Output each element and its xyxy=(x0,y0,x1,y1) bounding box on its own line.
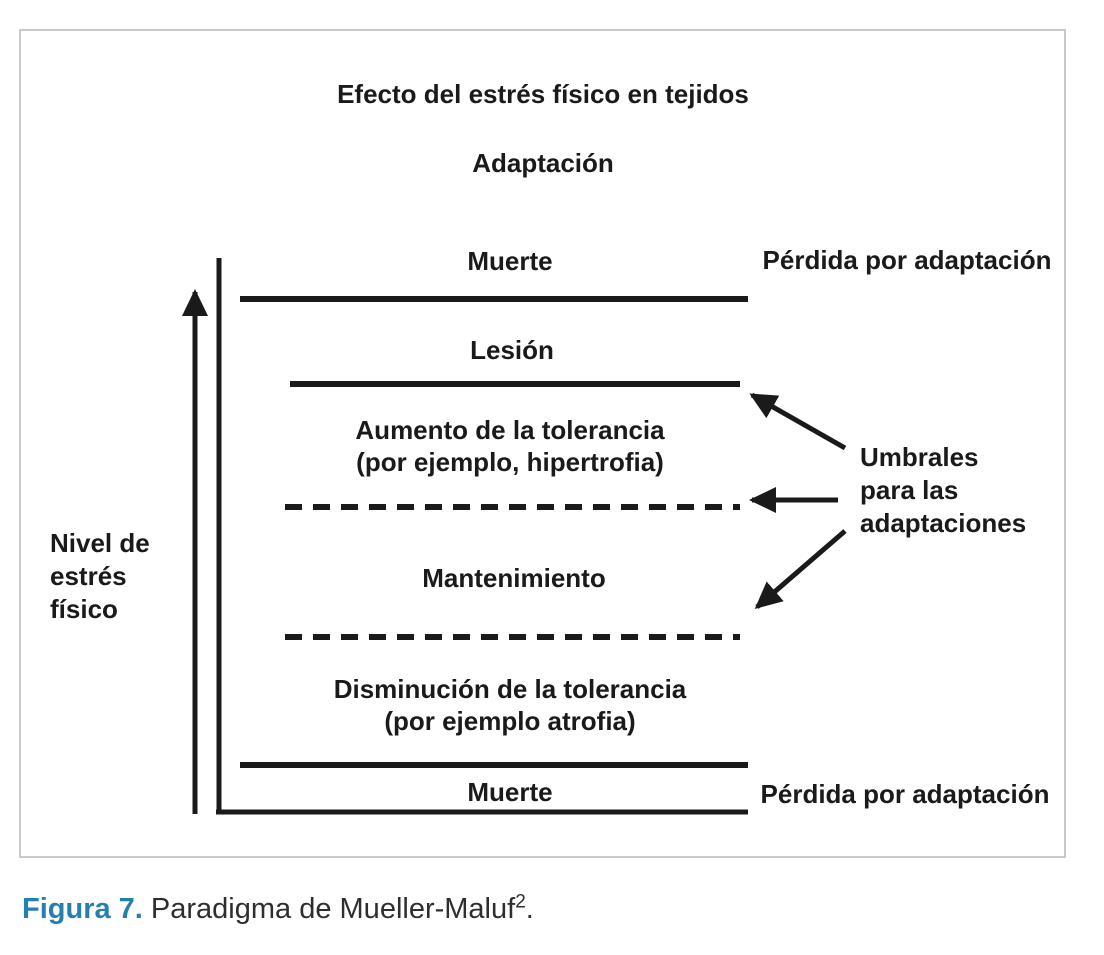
zone-label-increased-tolerance-line1: Aumento de la tolerancia xyxy=(355,415,665,445)
thresholds-label-line3: adaptaciones xyxy=(860,508,1027,538)
right-label-adaptation-loss-top: Pérdida por adaptación xyxy=(762,245,1052,275)
threshold-arrow-to-lower-dashed-line xyxy=(754,529,847,609)
thresholds-label-line1: Umbrales xyxy=(860,442,979,472)
y-axis-label-line2: estrés xyxy=(50,561,127,591)
zone-label-death-bottom: Muerte xyxy=(467,777,553,807)
threshold-arrow-to-injury-line xyxy=(749,392,847,451)
figure-caption-number: Figura 7. xyxy=(22,893,143,925)
right-label-adaptation-loss-bottom: Pérdida por adaptación xyxy=(760,779,1050,809)
zone-label-injury: Lesión xyxy=(470,335,554,365)
zone-label-decreased-tolerance-line1: Disminución de la tolerancia xyxy=(333,674,687,704)
figure-caption-text: Paradigma de Mueller-Maluf xyxy=(142,893,516,925)
figure-caption: Figura 7. Paradigma de Mueller-Maluf2. xyxy=(22,891,534,926)
diagram-title: Efecto del estrés físico en tejidos xyxy=(337,79,749,109)
thresholds-label-line2: para las xyxy=(860,475,959,505)
zone-label-maintenance: Mantenimiento xyxy=(422,563,606,593)
zone-label-death-top: Muerte xyxy=(467,246,553,276)
figure-caption-reference: 2 xyxy=(515,891,526,913)
zone-label-increased-tolerance-line2: (por ejemplo, hipertrofia) xyxy=(356,447,664,477)
thresholds-label: Umbrales para las adaptaciones xyxy=(860,441,1026,540)
y-axis-label-line3: físico xyxy=(50,594,118,624)
diagram-subtitle-adaptacion: Adaptación xyxy=(472,148,614,178)
figure-caption-period: . xyxy=(525,893,534,925)
zone-label-decreased-tolerance-line2: (por ejemplo atrofia) xyxy=(384,706,636,736)
y-axis-label-line1: Nivel de xyxy=(50,528,150,558)
y-axis-label: Nivel de estrés físico xyxy=(50,527,150,626)
